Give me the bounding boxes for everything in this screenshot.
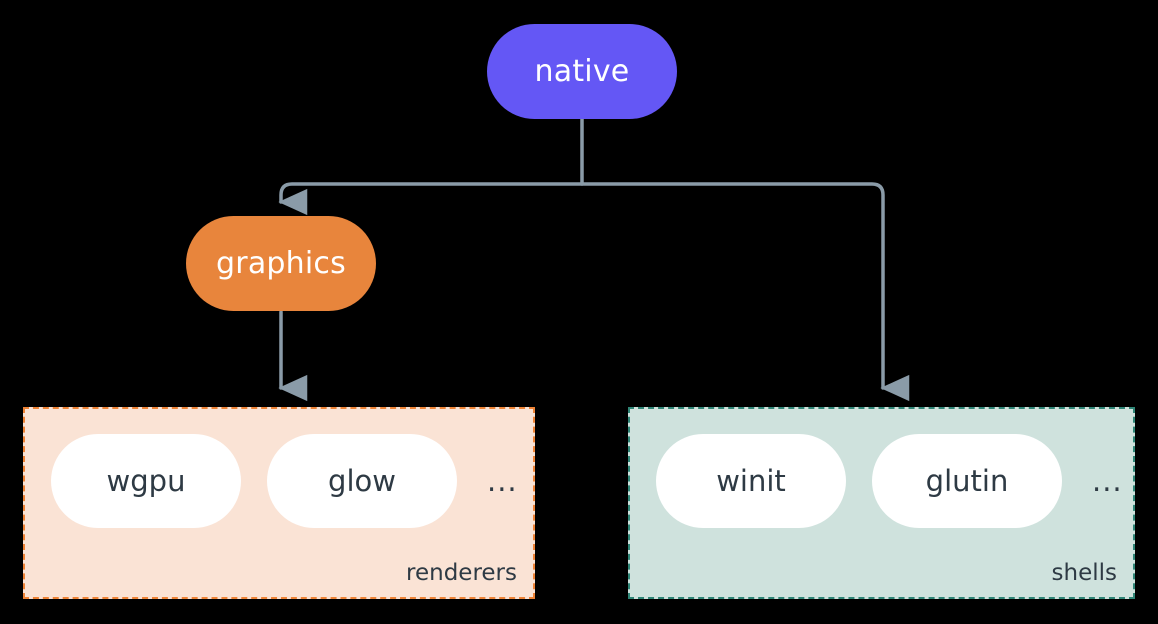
ellipsis-more-shells: ... (1092, 463, 1123, 498)
node-native-label: native (534, 53, 630, 89)
edge-native-to-shells (580, 182, 910, 402)
leaf-pill-wgpu[interactable]: wgpu (51, 434, 241, 528)
ellipsis-more-renderers: ... (487, 463, 518, 498)
leaf-pill-label: glutin (925, 463, 1009, 498)
group-renderers: wgpu glow ... renderers (23, 407, 535, 599)
leaf-pill-label: glow (328, 463, 396, 498)
leaf-pill-winit[interactable]: winit (656, 434, 846, 528)
group-shells-items: winit glutin ... (656, 434, 1123, 528)
group-renderers-caption: renderers (406, 560, 517, 586)
leaf-pill-label: wgpu (106, 463, 186, 498)
group-shells-caption: shells (1051, 560, 1117, 586)
leaf-pill-glow[interactable]: glow (267, 434, 457, 528)
node-graphics[interactable]: graphics (186, 216, 376, 311)
leaf-pill-glutin[interactable]: glutin (872, 434, 1062, 528)
edge-native-to-graphics (278, 182, 584, 216)
leaf-pill-label: winit (716, 463, 786, 498)
group-shells: winit glutin ... shells (628, 407, 1135, 599)
group-renderers-items: wgpu glow ... (51, 434, 518, 528)
node-native[interactable]: native (487, 24, 677, 119)
node-graphics-label: graphics (216, 245, 346, 281)
